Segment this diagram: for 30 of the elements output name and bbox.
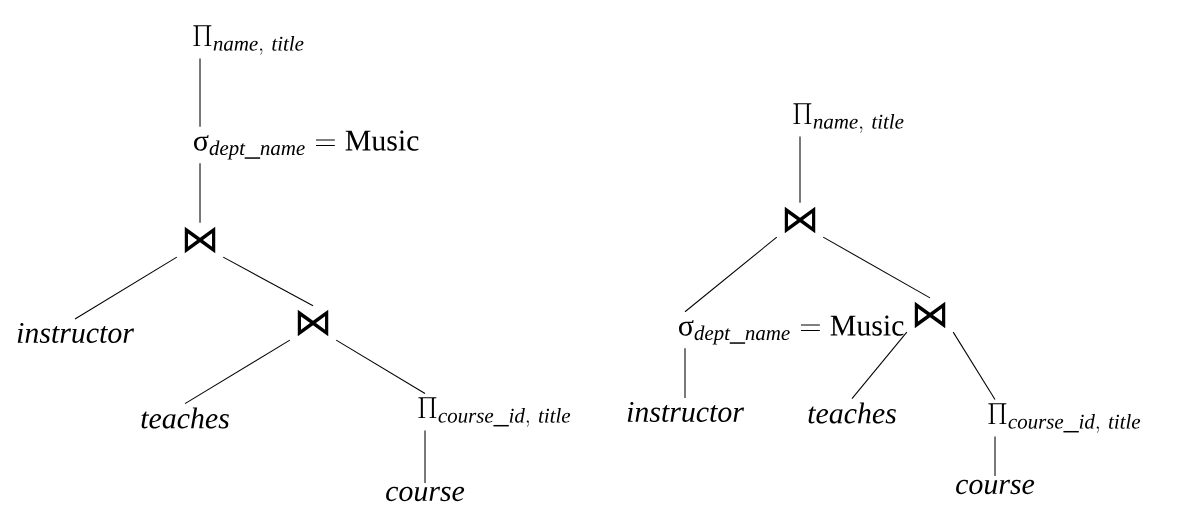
tree-edge: [684, 347, 686, 399]
join-operator: ⋈: [297, 309, 329, 337]
relation-name: course: [956, 479, 1035, 495]
selection-operator: $\textrm{σ}_{\mathit{dept\_name}} = \textrm{Music}$: [194, 130, 419, 160]
relation-name: teaches: [808, 402, 896, 424]
relation-name: course: [386, 486, 465, 502]
tree-edge: [184, 339, 291, 405]
join-operator: ⋈: [914, 301, 946, 329]
join-operator: ⋈: [184, 226, 216, 254]
selection-operator: $\textrm{σ}_{\mathit{dept\_name}} = \textrm{Music}$: [679, 315, 904, 345]
tree-edge: [424, 430, 426, 484]
join-operator: ⋈: [784, 206, 816, 234]
tree-edge: [199, 162, 201, 224]
projection-operator: $\Pi_{\mathit{name,\ title}}$: [793, 103, 904, 133]
tree-edge: [199, 58, 201, 128]
tree-edge: [74, 256, 178, 320]
relation-name: teaches: [141, 407, 229, 429]
tree-edge: [335, 339, 426, 394]
projection-operator: $\Pi_{\mathit{course\_id,\ title}}$: [988, 403, 1141, 433]
tree-edge: [799, 136, 801, 204]
projection-operator: $\Pi_{\mathit{course\_id,\ title}}$: [418, 397, 571, 427]
projection-operator: $\Pi_{\mathit{name,\ title}}$: [193, 25, 304, 55]
tree-edge: [851, 331, 908, 400]
tree-edge: [822, 236, 931, 299]
tree-edge: [684, 236, 778, 313]
tree-edge: [994, 436, 996, 477]
relation-name: instructor: [627, 401, 744, 423]
relation-name: instructor: [17, 322, 134, 344]
tree-edge: [222, 256, 314, 307]
tree-edge: [952, 331, 996, 400]
